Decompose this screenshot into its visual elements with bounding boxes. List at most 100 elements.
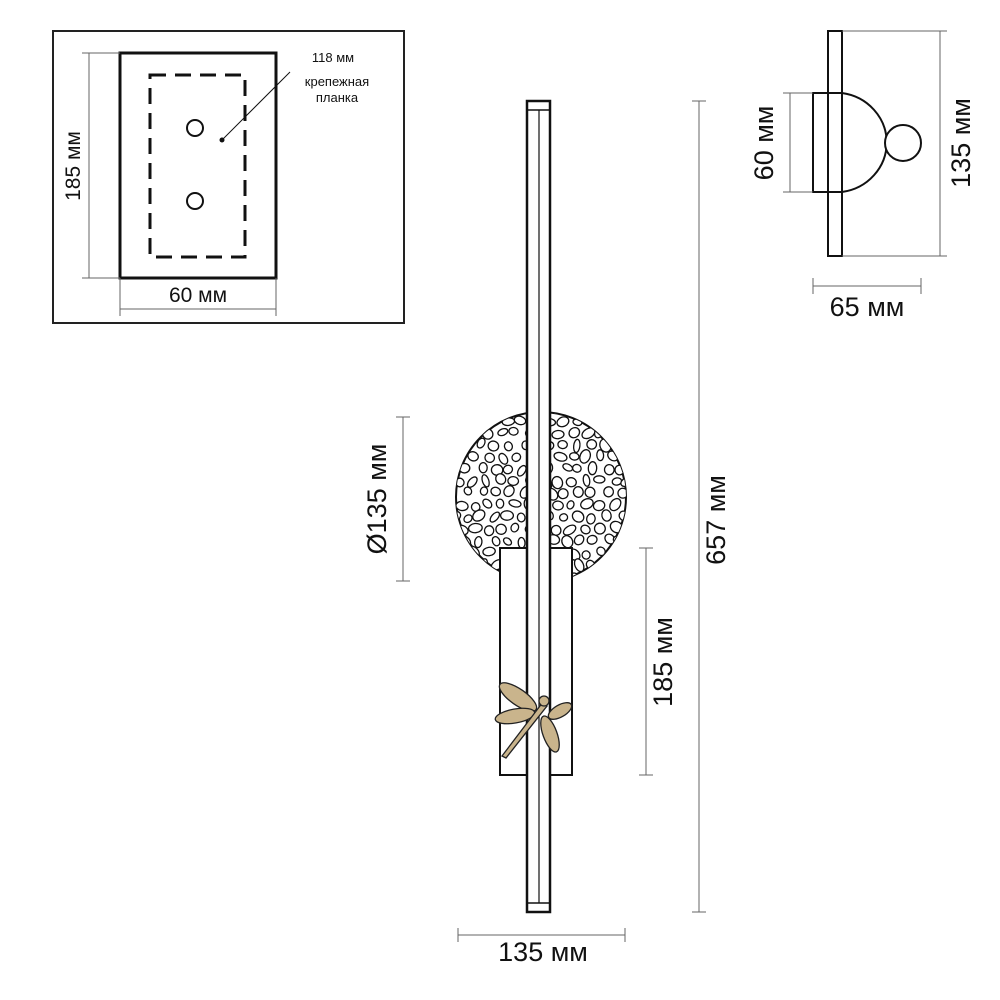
pebble xyxy=(484,569,497,582)
pebble xyxy=(468,412,480,415)
mounting-plate-dashed xyxy=(148,73,247,259)
pebble xyxy=(557,439,568,450)
pebble xyxy=(593,475,606,484)
inset-width-label: 60 мм xyxy=(169,284,227,307)
dragonfly-head xyxy=(538,695,550,707)
pebble xyxy=(565,412,577,414)
screw-hole-bottom xyxy=(186,192,204,210)
side-view: 60 мм 135 мм 65 мм xyxy=(749,30,976,322)
pebble xyxy=(482,412,491,417)
pebble xyxy=(457,571,469,580)
pebble xyxy=(456,424,463,438)
pebble xyxy=(571,463,582,473)
side-width-label: 65 мм xyxy=(830,292,905,322)
pebble xyxy=(601,414,613,425)
pebble xyxy=(556,416,570,428)
base-height-label: 185 мм xyxy=(648,617,678,707)
pebble xyxy=(566,500,575,510)
pebble xyxy=(552,500,564,511)
pebble xyxy=(456,463,458,474)
pebble xyxy=(562,524,577,536)
pebble xyxy=(456,559,457,572)
dragonfly-ornament xyxy=(494,682,573,759)
pebble xyxy=(463,486,473,496)
inset-frame xyxy=(52,30,405,324)
pebble xyxy=(572,486,584,498)
screw-hole-top xyxy=(186,119,204,137)
dragonfly-wing-upper-left xyxy=(498,682,538,712)
pebble xyxy=(604,561,615,572)
pebble xyxy=(456,415,461,426)
pebble xyxy=(592,499,606,512)
pebble xyxy=(584,486,596,499)
pebble xyxy=(517,536,526,549)
pebble xyxy=(456,500,469,512)
pebble xyxy=(617,487,626,499)
side-depth-label: 60 мм xyxy=(749,106,779,181)
pebble xyxy=(456,412,465,415)
pebble xyxy=(579,449,592,464)
dragonfly-wing-lower-right xyxy=(540,715,560,753)
pebble xyxy=(594,569,606,581)
pebble xyxy=(580,498,594,510)
pebble xyxy=(603,463,615,476)
pebble xyxy=(474,535,483,549)
pebble xyxy=(445,485,456,497)
pebble xyxy=(586,439,598,450)
pebble xyxy=(551,475,564,490)
pebble xyxy=(495,498,505,509)
pebble xyxy=(606,412,617,413)
pebble xyxy=(498,452,509,465)
pebble xyxy=(573,558,585,573)
pebble xyxy=(502,537,513,546)
plate-leader-dot xyxy=(219,137,225,143)
pebble xyxy=(516,512,526,523)
plate-leader-line xyxy=(221,71,291,141)
pebble xyxy=(618,441,626,451)
pebble xyxy=(456,536,457,550)
pebble xyxy=(481,474,490,488)
pebble xyxy=(593,522,606,535)
pebble xyxy=(508,426,519,436)
pebble xyxy=(467,451,479,462)
pebble xyxy=(610,572,620,582)
pebble xyxy=(616,558,626,569)
pebble xyxy=(581,550,591,560)
pebble xyxy=(596,449,605,462)
pebble xyxy=(477,415,490,430)
plate-note-line2: планка xyxy=(316,90,359,105)
pebble xyxy=(472,509,486,522)
pebble xyxy=(459,441,471,449)
pebble xyxy=(476,437,486,449)
pebble xyxy=(513,415,527,426)
pebble xyxy=(491,536,501,547)
pebble xyxy=(506,412,522,414)
pebble xyxy=(508,499,522,508)
pebble xyxy=(622,453,626,462)
pebble xyxy=(497,427,509,437)
pebble xyxy=(463,514,473,524)
pebble xyxy=(495,412,506,415)
side-view-knob xyxy=(884,124,922,162)
pebble xyxy=(625,571,626,581)
pebble xyxy=(495,473,507,485)
total-height-label: 657 мм xyxy=(701,475,731,565)
pebble xyxy=(597,412,606,415)
pebble xyxy=(587,461,598,476)
pebble xyxy=(489,511,501,523)
pebble xyxy=(582,473,591,487)
pebble xyxy=(603,486,615,498)
inset-height-label: 185 мм xyxy=(62,131,85,201)
mounting-base-outline xyxy=(118,51,278,280)
pebble xyxy=(510,522,520,533)
pebble xyxy=(573,534,585,546)
pebble xyxy=(614,414,626,426)
pebble xyxy=(582,571,594,582)
pebble xyxy=(467,522,483,534)
pebble xyxy=(516,464,527,477)
pebble xyxy=(583,412,594,415)
pebble xyxy=(586,534,598,545)
pebble xyxy=(495,523,507,535)
pebble xyxy=(565,477,577,488)
pebble xyxy=(551,429,565,440)
